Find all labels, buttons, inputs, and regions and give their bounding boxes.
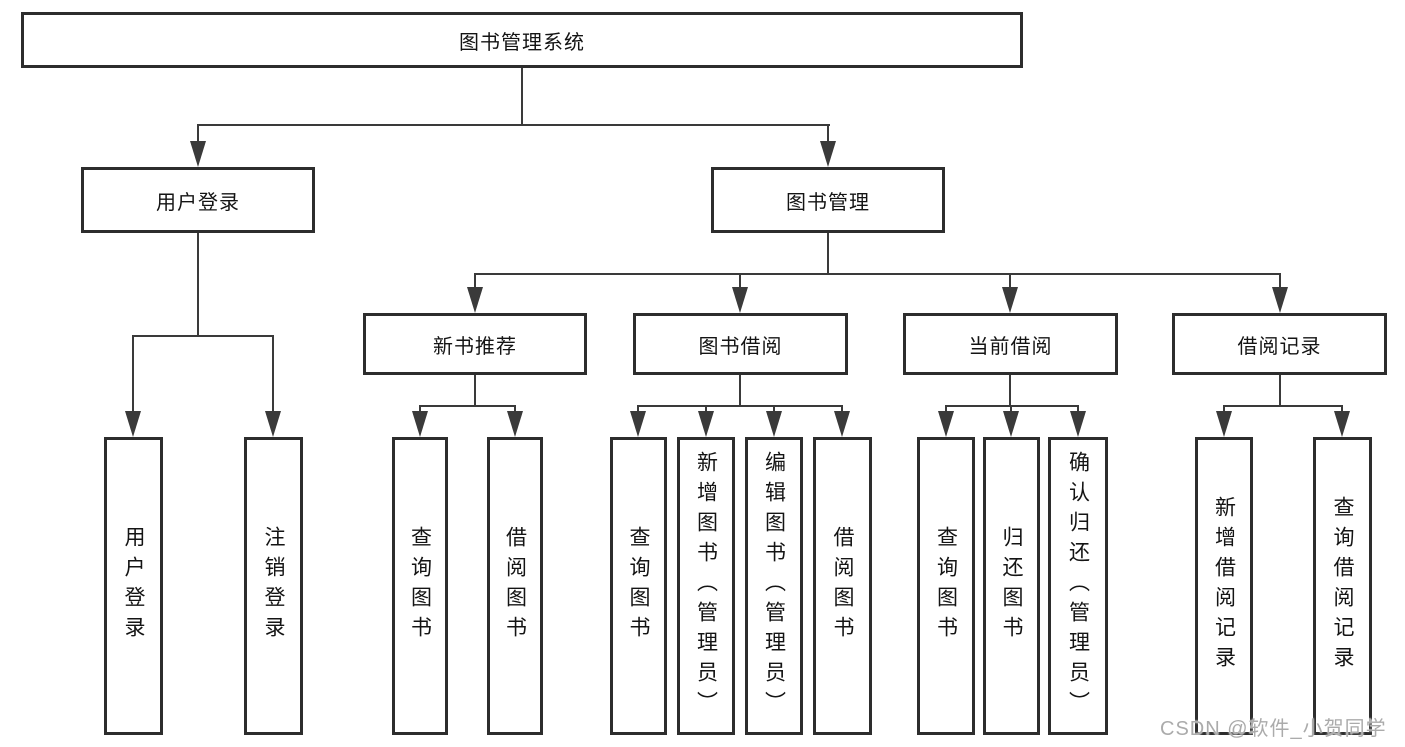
- arrow-down-icon: [1272, 287, 1288, 313]
- arrow-down-icon: [265, 411, 281, 437]
- watermark: CSDN @软件_小贺同学: [1160, 718, 1387, 740]
- arrow-down-icon: [507, 411, 523, 437]
- connector-hline: [637, 405, 843, 407]
- connector-root-stem: [521, 68, 523, 124]
- connector-userlogin-stem: [197, 233, 199, 335]
- leaf-edit-books-admin: 编辑图书（管理员）: [745, 437, 803, 735]
- arrow-down-icon: [467, 287, 483, 313]
- connector-arrow-stem: [945, 405, 947, 411]
- leaf-label: 借阅图书: [503, 526, 527, 646]
- connector-hline: [945, 405, 1079, 407]
- connector-arrow-stem: [132, 335, 134, 411]
- leaf-label: 新增图书（管理员）: [694, 451, 718, 721]
- arrow-down-icon: [1003, 411, 1019, 437]
- arrow-down-icon: [938, 411, 954, 437]
- leaf-label: 查询图书: [408, 526, 432, 646]
- node-current-borrowing: 当前借阅: [903, 313, 1118, 375]
- connector-arrow-stem: [1010, 405, 1012, 411]
- node-label: 图书借阅: [698, 335, 783, 358]
- node-label: 图书管理系统: [459, 31, 585, 54]
- leaf-query-books-current: 查询图书: [917, 437, 975, 735]
- leaf-return-books: 归还图书: [983, 437, 1040, 735]
- leaf-query-books-borrowing: 查询图书: [610, 437, 667, 735]
- arrow-down-icon: [630, 411, 646, 437]
- connector-arrow-stem: [637, 405, 639, 411]
- connector-stem: [1279, 375, 1281, 405]
- leaf-borrow-books-recommend: 借阅图书: [487, 437, 543, 735]
- connector-userlogin-hline: [132, 335, 274, 337]
- leaf-label: 注销登录: [262, 526, 285, 646]
- leaf-add-borrow-record: 新增借阅记录: [1195, 437, 1253, 735]
- connector-arrow-stem: [272, 335, 274, 411]
- node-borrowing-records: 借阅记录: [1172, 313, 1387, 375]
- leaf-add-books-admin: 新增图书（管理员）: [677, 437, 735, 735]
- connector-stem: [1009, 375, 1011, 405]
- leaf-label: 编辑图书（管理员）: [762, 451, 786, 721]
- node-user-login-branch: 用户登录: [81, 167, 315, 233]
- connector-arrow-stem: [1279, 273, 1281, 287]
- leaf-label: 借阅图书: [831, 526, 854, 646]
- connector-bookmgmt-stem: [827, 233, 829, 273]
- leaf-logout: 注销登录: [244, 437, 303, 735]
- leaf-label: 查询图书: [934, 526, 958, 646]
- node-label: 借阅记录: [1237, 335, 1322, 358]
- node-label: 新书推荐: [433, 335, 517, 358]
- node-book-management-branch: 图书管理: [711, 167, 945, 233]
- leaf-label: 归还图书: [1000, 526, 1023, 646]
- leaf-label: 确认归还（管理员）: [1066, 451, 1090, 721]
- connector-arrow-stem: [841, 405, 843, 411]
- arrow-down-icon: [1070, 411, 1086, 437]
- node-label: 图书管理: [786, 191, 870, 214]
- connector-arrow-stem: [827, 124, 829, 141]
- node-label: 当前借阅: [968, 335, 1053, 358]
- arrow-down-icon: [1334, 411, 1350, 437]
- connector-arrow-stem: [474, 273, 476, 287]
- node-label: 用户登录: [156, 191, 240, 214]
- arrow-down-icon: [1002, 287, 1018, 313]
- leaf-query-borrow-record: 查询借阅记录: [1313, 437, 1372, 735]
- leaf-borrow-books-borrowing: 借阅图书: [813, 437, 872, 735]
- connector-arrow-stem: [1223, 405, 1225, 411]
- connector-arrow-stem: [1009, 273, 1011, 287]
- connector-arrow-stem: [197, 124, 199, 141]
- arrow-down-icon: [412, 411, 428, 437]
- arrow-down-icon: [190, 141, 206, 167]
- arrow-down-icon: [1216, 411, 1232, 437]
- node-library-management-system: 图书管理系统: [21, 12, 1023, 68]
- leaf-label: 新增借阅记录: [1212, 496, 1236, 676]
- connector-hline: [419, 405, 516, 407]
- leaf-label: 用户登录: [122, 526, 145, 646]
- node-new-book-recommendation: 新书推荐: [363, 313, 587, 375]
- leaf-query-books-recommend: 查询图书: [392, 437, 448, 735]
- connector-arrow-stem: [739, 273, 741, 287]
- connector-stem: [474, 375, 476, 405]
- connector-hline: [1223, 405, 1343, 407]
- node-book-borrowing: 图书借阅: [633, 313, 848, 375]
- connector-arrow-stem: [773, 405, 775, 411]
- leaf-label: 查询图书: [627, 526, 650, 646]
- connector-arrow-stem: [1077, 405, 1079, 411]
- connector-root-hline: [197, 124, 830, 126]
- arrow-down-icon: [834, 411, 850, 437]
- leaf-user-login: 用户登录: [104, 437, 163, 735]
- arrow-down-icon: [732, 287, 748, 313]
- arrow-down-icon: [766, 411, 782, 437]
- connector-stem: [739, 375, 741, 405]
- connector-arrow-stem: [419, 405, 421, 411]
- leaf-label: 查询借阅记录: [1331, 496, 1354, 676]
- arrow-down-icon: [125, 411, 141, 437]
- connector-bookmgmt-hline: [474, 273, 1281, 275]
- arrow-down-icon: [698, 411, 714, 437]
- connector-arrow-stem: [705, 405, 707, 411]
- leaf-confirm-return-admin: 确认归还（管理员）: [1048, 437, 1108, 735]
- connector-arrow-stem: [1341, 405, 1343, 411]
- arrow-down-icon: [820, 141, 836, 167]
- connector-arrow-stem: [514, 405, 516, 411]
